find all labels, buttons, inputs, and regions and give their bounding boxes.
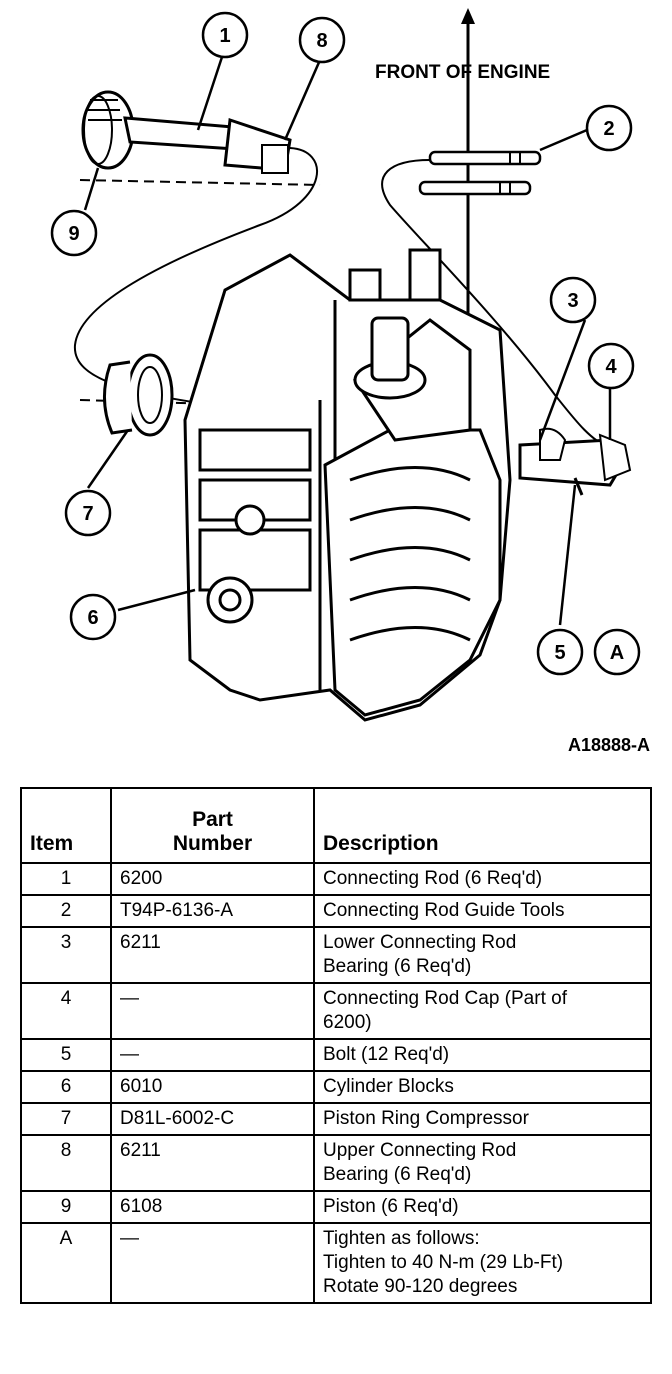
callout-3: 3 (549, 276, 597, 324)
header-item: Item (20, 787, 112, 864)
cell-item: 1 (20, 862, 112, 896)
table-row: 7 D81L-6002-C Piston Ring Compressor (20, 1102, 652, 1136)
callout-a: A (593, 628, 641, 676)
cell-item: 4 (20, 982, 112, 1040)
cell-description: Bolt (12 Req'd) (313, 1038, 652, 1072)
ring-compressor-drawing (102, 353, 174, 437)
callout-7: 7 (64, 489, 112, 537)
engine-assembly-diagram: FRONT OF ENGINE (50, 8, 641, 722)
cell-part-number: T94P-6136-A (110, 894, 315, 928)
cell-part-number: 6010 (110, 1070, 315, 1104)
svg-text:8: 8 (316, 30, 327, 52)
svg-text:A: A (610, 642, 624, 664)
svg-text:7: 7 (82, 503, 93, 525)
piston-and-rod-drawing (81, 90, 292, 174)
cell-item: 2 (20, 894, 112, 928)
table-row: 3 6211 Lower Connecting Rod Bearing (6 R… (20, 926, 652, 984)
cell-part-number: D81L-6002-C (110, 1102, 315, 1136)
callout-9: 9 (50, 209, 98, 257)
cell-item: 8 (20, 1134, 112, 1192)
cell-description: Connecting Rod Guide Tools (313, 894, 652, 928)
table-row: 6 6010 Cylinder Blocks (20, 1070, 652, 1104)
header-description: Description (313, 787, 652, 864)
table-row: 2 T94P-6136-A Connecting Rod Guide Tools (20, 894, 652, 928)
cell-part-number: — (110, 982, 315, 1040)
callout-6: 6 (69, 593, 117, 641)
cell-description: Upper Connecting Rod Bearing (6 Req'd) (313, 1134, 652, 1192)
rod-cap-drawing (518, 427, 632, 496)
callout-5: 5 (536, 628, 584, 676)
callout-1: 1 (201, 11, 249, 59)
cell-item: A (20, 1222, 112, 1304)
parts-table: Item Part Number Description 1 6200 Conn… (20, 787, 652, 1304)
cell-item: 5 (20, 1038, 112, 1072)
cell-description: Connecting Rod Cap (Part of 6200) (313, 982, 652, 1040)
front-of-engine-label: FRONT OF ENGINE (375, 62, 550, 83)
table-row: 5 — Bolt (12 Req'd) (20, 1038, 652, 1072)
cell-description: Piston Ring Compressor (313, 1102, 652, 1136)
table-row: 8 6211 Upper Connecting Rod Bearing (6 R… (20, 1134, 652, 1192)
cell-part-number: 6211 (110, 926, 315, 984)
guide-path-tools (381, 159, 611, 449)
cell-item: 3 (20, 926, 112, 984)
cell-part-number: 6211 (110, 1134, 315, 1192)
cell-item: 7 (20, 1102, 112, 1136)
svg-text:2: 2 (603, 118, 614, 140)
callout-2: 2 (585, 104, 633, 152)
table-row: 9 6108 Piston (6 Req'd) (20, 1190, 652, 1224)
svg-text:9: 9 (68, 223, 79, 245)
table-header-row: Item Part Number Description (20, 787, 652, 864)
cell-part-number: — (110, 1038, 315, 1072)
cylinder-block-drawing (183, 248, 512, 722)
svg-text:3: 3 (567, 290, 578, 312)
cell-part-number: 6108 (110, 1190, 315, 1224)
piston-axis-line (79, 179, 321, 186)
callout-4: 4 (587, 342, 635, 390)
header-part-number: Part Number (110, 787, 315, 864)
cell-part-number: — (110, 1222, 315, 1304)
svg-text:1: 1 (219, 25, 230, 47)
figure-id: A18888-A (567, 735, 650, 755)
svg-text:6: 6 (87, 607, 98, 629)
cell-description: Lower Connecting Rod Bearing (6 Req'd) (313, 926, 652, 984)
table-row: A — Tighten as follows: Tighten to 40 N-… (20, 1222, 652, 1304)
cell-description: Tighten as follows: Tighten to 40 N-m (2… (313, 1222, 652, 1304)
callout-8: 8 (298, 16, 346, 64)
guide-tools-drawing (418, 150, 542, 196)
svg-text:5: 5 (554, 642, 565, 664)
table-row: 1 6200 Connecting Rod (6 Req'd) (20, 862, 652, 896)
cell-item: 9 (20, 1190, 112, 1224)
callout-leaders (83, 56, 612, 626)
svg-text:4: 4 (605, 356, 617, 378)
cell-item: 6 (20, 1070, 112, 1104)
table-row: 4 — Connecting Rod Cap (Part of 6200) (20, 982, 652, 1040)
cell-part-number: 6200 (110, 862, 315, 896)
cell-description: Cylinder Blocks (313, 1070, 652, 1104)
cell-description: Piston (6 Req'd) (313, 1190, 652, 1224)
cell-description: Connecting Rod (6 Req'd) (313, 862, 652, 896)
